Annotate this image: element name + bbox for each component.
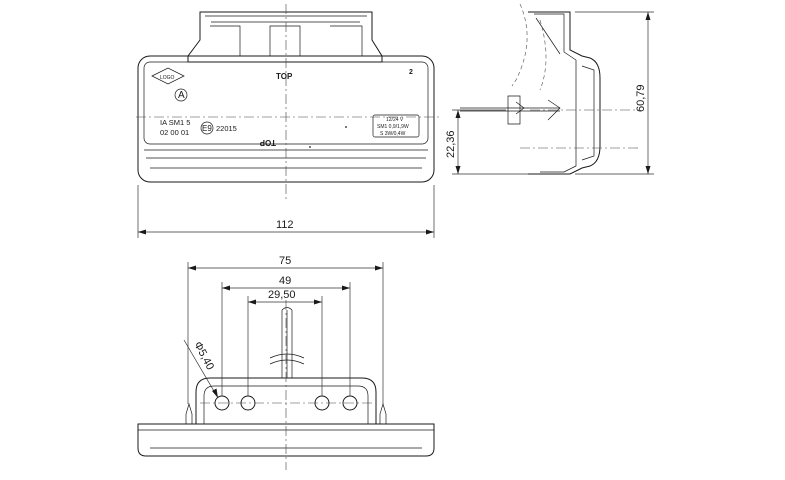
dim-overall-width: 112: [276, 219, 294, 231]
dim-hole-diameter: Φ5,40: [191, 340, 216, 372]
spec-line-1: 12/24 V: [386, 117, 404, 123]
spec-box: [372, 114, 420, 138]
brand-logo: LOGO: [151, 67, 185, 85]
code-line-2: 02 00 01: [160, 128, 189, 137]
side-view: 60,79 22,36: [445, 3, 654, 175]
bottom-view: 75 49 29,50 Φ5,40: [137, 255, 435, 470]
code-line-1: IA SM1 5: [160, 118, 190, 127]
top-label-inverted: TOP: [259, 138, 276, 147]
dim-hole-spacing-inner: 29,50: [268, 289, 296, 301]
e-mark: E9: [202, 124, 212, 133]
e-mark-circle: [200, 121, 214, 135]
dim-hole-spacing-mid: 49: [279, 275, 291, 287]
spec-line-2: SM1 0,9/1,9W: [377, 124, 409, 130]
svg-text:LOGO: LOGO: [160, 75, 175, 81]
front-view: LOGO A TOP 2 IA SM1 5 02 00 01 E9 22015 …: [136, 4, 440, 238]
approval-mark: A: [178, 90, 185, 101]
top-label: TOP: [276, 72, 293, 81]
lamp-body: [137, 55, 435, 183]
corner-number: 2: [409, 69, 413, 76]
approval-circle: [174, 88, 188, 102]
e-number: 22015: [216, 124, 237, 133]
spec-line-3: S 3W/0,4W: [380, 131, 406, 137]
dim-height-total: 60,79: [635, 84, 647, 112]
bottom-body: [137, 423, 435, 457]
dim-hole-spacing-outer: 75: [279, 255, 291, 267]
dim-height-partial: 22,36: [445, 130, 457, 158]
